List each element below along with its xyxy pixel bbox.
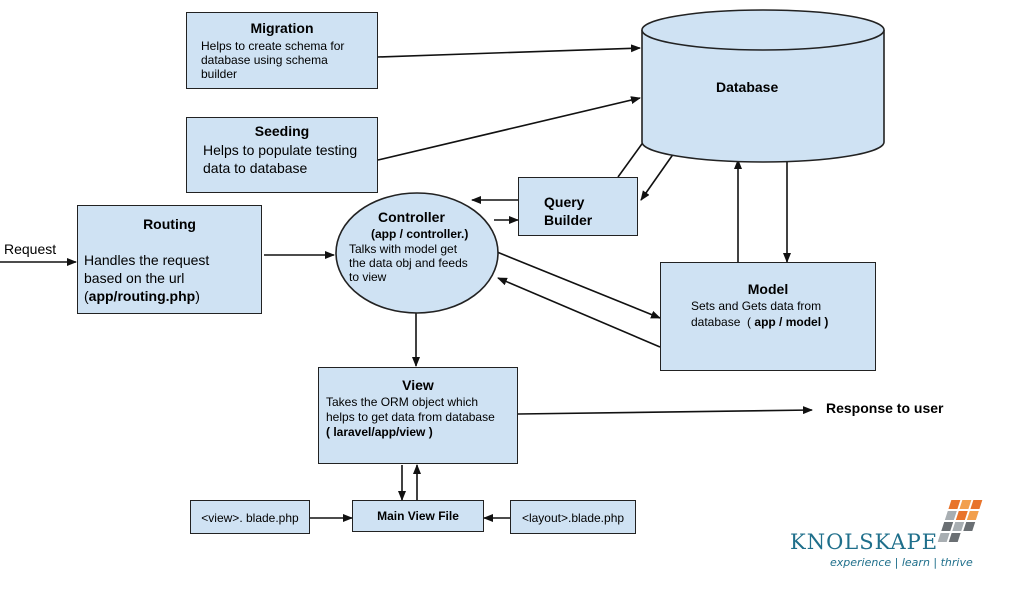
model-desc-line-2: database ( app / model ) (691, 315, 828, 329)
query-builder-line-1: Query (544, 194, 585, 210)
model-path: app / model ) (754, 315, 829, 329)
view-blade-box: <view>. blade.php (190, 500, 310, 534)
model-desc-prefix: database ( (691, 315, 752, 329)
database-cylinder (641, 9, 885, 163)
controller-desc-line-1: Talks with model get (349, 242, 458, 256)
routing-title: Routing (143, 216, 196, 232)
main-view-file-label: Main View File (377, 509, 459, 523)
view-title: View (402, 377, 434, 393)
model-title: Model (747, 281, 789, 297)
view-path: ( laravel/app/view ) (326, 425, 433, 439)
knolskape-logo-mark (937, 500, 983, 542)
main-view-file-box: Main View File (352, 500, 484, 532)
routing-path-close: ) (195, 288, 200, 304)
query-builder-box: Query Builder (518, 177, 638, 236)
arrow-controller-to-model (496, 251, 661, 319)
view-box: View Takes the ORM object which helps to… (318, 367, 518, 464)
query-builder-line-2: Builder (544, 212, 593, 228)
controller-title: Controller (378, 209, 445, 225)
migration-desc-line-1: Helps to create schema for (201, 39, 345, 53)
view-desc-line-2: helps to get data from database (326, 410, 495, 424)
controller-ellipse (335, 192, 499, 314)
request-label: Request (4, 241, 57, 257)
seeding-title: Seeding (254, 123, 310, 139)
routing-desc-line-1: Handles the request (84, 252, 210, 268)
database-label: Database (716, 79, 779, 95)
controller-desc-line-3: to view (349, 270, 387, 284)
model-desc-line-1: Sets and Gets data from (691, 299, 822, 313)
routing-path-open: ( (84, 288, 89, 304)
routing-path: (app/routing.php) (84, 288, 200, 304)
view-desc-line-1: Takes the ORM object which (326, 395, 479, 409)
controller-desc-line-2: the data obj and feeds (349, 256, 468, 270)
layout-blade-label: <layout>.blade.php (521, 511, 625, 525)
migration-title: Migration (250, 20, 314, 36)
model-box: Model Sets and Gets data from database (… (660, 262, 876, 371)
response-label: Response to user (826, 400, 944, 416)
seeding-desc-line-1: Helps to populate testing (203, 142, 358, 158)
migration-desc-line-2: database using schema (201, 53, 328, 67)
arrow-view-to-response (517, 406, 813, 415)
migration-box: Migration Helps to create schema for dat… (186, 12, 378, 89)
arrow-migration-to-database (377, 44, 641, 58)
routing-box: Routing Handles the request based on the… (77, 205, 262, 314)
migration-desc-line-3: builder (201, 67, 238, 81)
seeding-box: Seeding Helps to populate testing data t… (186, 117, 378, 193)
arrow-seeding-to-database (377, 96, 641, 161)
logo-tagline: experience | learn | thrive (830, 556, 973, 569)
arrow-model-to-controller (497, 277, 661, 348)
seeding-desc-line-2: data to database (203, 160, 308, 176)
controller-path: (app / controller.) (371, 227, 469, 241)
routing-desc-line-2: based on the url (84, 270, 185, 286)
logo-wordmark: KNOLSKAPE (790, 530, 939, 554)
view-blade-label: <view>. blade.php (201, 511, 299, 525)
routing-path-text: app/routing.php (88, 288, 196, 304)
layout-blade-box: <layout>.blade.php (510, 500, 636, 534)
